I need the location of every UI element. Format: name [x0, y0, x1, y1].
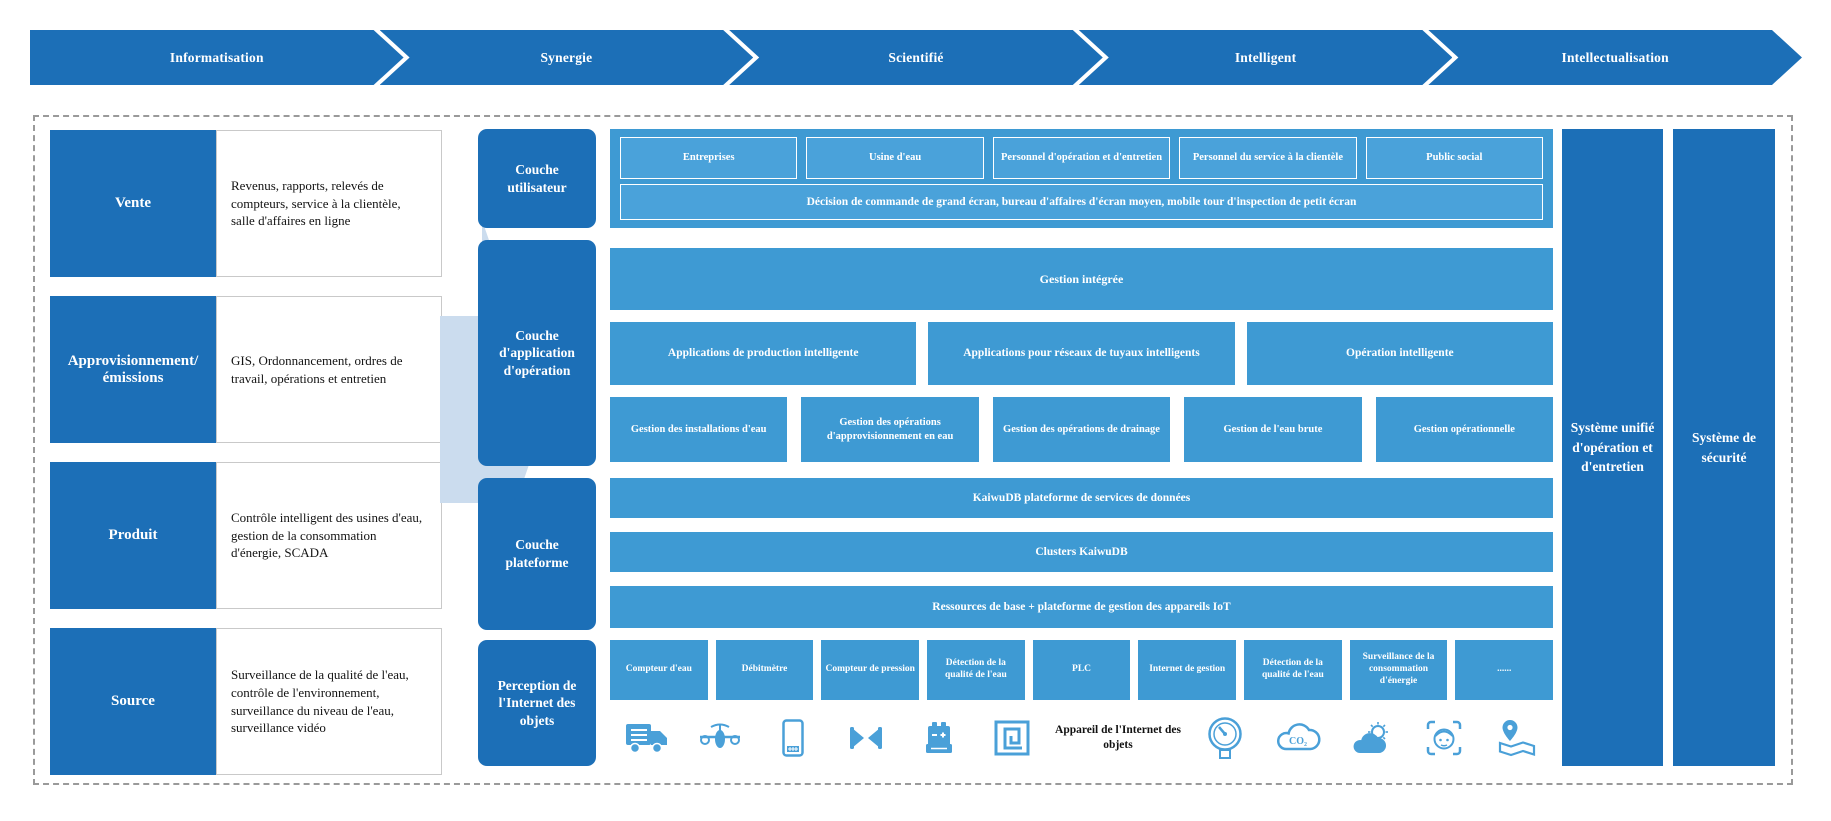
platform-bar-kaiwudb-services: KaiwuDB plateforme de services de donnée… — [610, 478, 1553, 518]
user-screens-box: Décision de commande de grand écran, bur… — [620, 184, 1543, 220]
layer-label-platform: Couche plateforme — [478, 478, 596, 630]
banner-stage-scientifie: Scientifié — [729, 30, 1103, 85]
domain-label: Source — [50, 628, 216, 775]
banner-stage-label: Intellectualisation — [1561, 49, 1669, 65]
domain-row-vente: Vente Revenus, rapports, relevés de comp… — [50, 130, 442, 277]
device-box: Détection de la qualité de l'eau — [1244, 640, 1342, 700]
layer-label-user: Couche utilisateur — [478, 129, 596, 228]
application-box: Opération intelligente — [1246, 322, 1553, 385]
layer-label-text: Couche plateforme — [505, 537, 569, 570]
business-domains-panel: Vente Revenus, rapports, relevés de comp… — [50, 130, 442, 775]
mobile-phone-icon — [756, 719, 829, 757]
management-box: Gestion des installations d'eau — [610, 397, 788, 462]
application-box: Applications pour réseaux de tuyaux inte… — [928, 322, 1235, 385]
unified-operation-system-column: Système unifié d'opération et d'entretie… — [1562, 129, 1663, 766]
banner-stage-synergie: Synergie — [380, 30, 754, 85]
domain-description: GIS, Ordonnancement, ordres de travail, … — [216, 296, 442, 443]
user-group-box: Public social — [1365, 137, 1544, 179]
management-box: Gestion de l'eau brute — [1184, 397, 1362, 462]
map-location-icon — [1480, 719, 1553, 757]
layer-label-application: Couche d'application d'opération — [478, 240, 596, 466]
security-system-column: Système de sécurité — [1673, 129, 1775, 766]
domain-label: Vente — [50, 130, 216, 277]
application-row: Applications de production intelligente … — [610, 322, 1553, 385]
device-box: Débitmètre — [715, 640, 814, 700]
svg-text:CO₂: CO₂ — [1289, 736, 1307, 747]
right-column-label: Système de sécurité — [1691, 429, 1757, 465]
control-cabinet-icon — [902, 720, 975, 756]
banner-stage-label: Informatisation — [169, 49, 264, 65]
right-column-label: Système unifié d'opération et d'entretie… — [1570, 420, 1655, 475]
banner-stage-label: Synergie — [540, 49, 593, 65]
device-box: Compteur de pression — [821, 640, 920, 700]
banner-stage-intelligent: Intelligent — [1079, 30, 1453, 85]
user-group-box: Entreprises — [620, 137, 798, 179]
banner-stage-intellectualisation: Intellectualisation — [1428, 30, 1802, 85]
diagram-frame — [33, 115, 1793, 785]
valve-icon — [829, 724, 902, 752]
management-box: Gestion opérationnelle — [1375, 397, 1554, 462]
platform-bar-base-resources: Ressources de base + plateforme de gesti… — [610, 586, 1553, 628]
weather-station-icon — [1334, 721, 1407, 755]
co2-sensor-icon: CO₂ — [1261, 721, 1334, 755]
application-box: Applications de production intelligente — [610, 322, 917, 385]
banner-stage-informatisation: Informatisation — [30, 30, 404, 85]
iot-icon-row: Appareil de l'Internet des objets CO₂ — [610, 706, 1553, 770]
pressure-gauge-icon — [1188, 716, 1261, 760]
maturity-banner: Informatisation Synergie Scientifié Inte… — [30, 30, 1802, 85]
management-box: Gestion des opérations d'approvisionneme… — [801, 397, 979, 462]
banner-stage-label: Intelligent — [1234, 49, 1297, 65]
rfid-tag-icon — [975, 720, 1048, 756]
management-row: Gestion des installations d'eau Gestion … — [610, 397, 1554, 462]
truck-icon — [610, 721, 683, 755]
layer-label-text: Perception de l'Internet des objets — [497, 677, 577, 728]
domain-description: Surveillance de la qualité de l'eau, con… — [216, 628, 442, 775]
device-box: Détection de la qualité de l'eau — [927, 640, 1025, 700]
layer-label-text: Couche d'application d'opération — [499, 327, 575, 378]
banner-stage-label: Scientifié — [888, 49, 944, 65]
integrated-management-bar: Gestion intégrée — [610, 248, 1553, 310]
device-box: Surveillance de la consommation d'énergi… — [1349, 640, 1448, 700]
device-box: PLC — [1032, 640, 1131, 700]
layer-label-text: Couche utilisateur — [507, 161, 567, 195]
domain-row-approvisionnement: Approvisionnement/émissions GIS, Ordonna… — [50, 296, 442, 443]
layer-label-iot-perception: Perception de l'Internet des objets — [478, 640, 596, 766]
domain-row-produit: Produit Contrôle intelligent des usines … — [50, 462, 442, 609]
user-groups-row: Entreprises Usine d'eau Personnel d'opér… — [620, 137, 1544, 179]
domain-row-source: Source Surveillance de la qualité de l'e… — [50, 628, 442, 775]
device-box: Internet de gestion — [1138, 640, 1237, 700]
platform-bar-kaiwudb-clusters: Clusters KaiwuDB — [610, 532, 1553, 572]
user-group-box: Personnel du service à la clientèle — [1179, 137, 1357, 179]
domain-description: Revenus, rapports, relevés de compteurs,… — [216, 130, 442, 277]
device-box: Compteur d'eau — [610, 640, 708, 700]
management-box: Gestion des opérations de drainage — [992, 397, 1171, 462]
user-group-box: Usine d'eau — [806, 137, 984, 179]
domain-label: Produit — [50, 462, 216, 609]
iot-device-caption: Appareil de l'Internet des objets — [1055, 724, 1181, 751]
face-recognition-icon — [1407, 720, 1480, 756]
device-box: ...... — [1455, 640, 1554, 700]
domain-label: Approvisionnement/émissions — [50, 296, 216, 443]
iot-device-row: Compteur d'eau Débitmètre Compteur de pr… — [610, 640, 1554, 700]
user-group-box: Personnel d'opération et d'entretien — [992, 137, 1171, 179]
domain-description: Contrôle intelligent des usines d'eau, g… — [216, 462, 442, 609]
drone-icon — [683, 721, 756, 755]
user-layer-band: Entreprises Usine d'eau Personnel d'opér… — [610, 129, 1553, 228]
